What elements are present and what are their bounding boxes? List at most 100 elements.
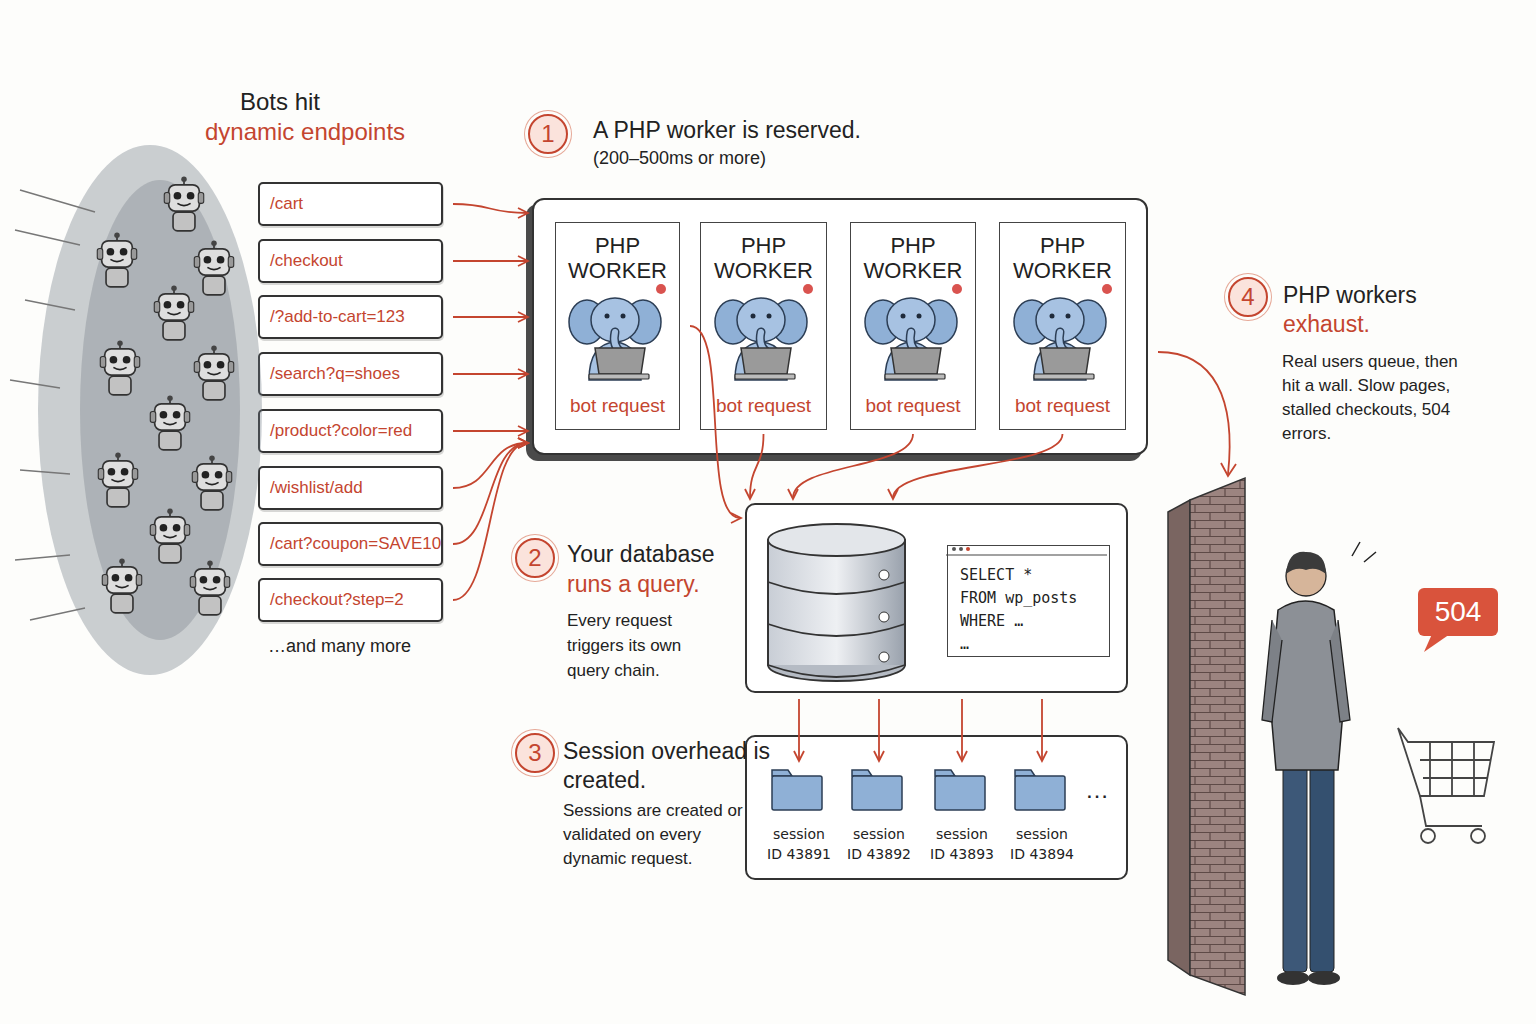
endpoint-box: /product?color=red <box>258 409 443 453</box>
node-text: /checkout <box>270 251 343 271</box>
flow-arrow <box>453 443 527 488</box>
group-panel: SELECT *FROM wp_postsWHERE …… <box>745 503 1128 693</box>
bot-crowd <box>190 561 229 615</box>
flow-arrow <box>453 373 527 375</box>
user-figure <box>1270 601 1344 770</box>
exhaust-arrow <box>1158 352 1236 476</box>
bubble-tail <box>1424 634 1450 652</box>
node-text: … <box>960 633 1109 656</box>
flow-arrow <box>453 443 527 600</box>
annotation-text: … <box>1085 776 1109 804</box>
worker-box: PHP WORKERbot request <box>850 222 976 430</box>
bubble-tail <box>1424 634 1450 652</box>
node-text: PHP WORKER <box>708 233 820 283</box>
node-text: session ID 43894 <box>1009 824 1076 864</box>
bot-crowd <box>150 509 189 563</box>
annotation-text: Bots hit <box>240 88 320 116</box>
annotation-text: dynamic endpoints <box>205 118 405 146</box>
node-text: /?add-to-cart=123 <box>270 307 405 327</box>
node-text: bot request <box>851 395 975 417</box>
callout-number: 3 <box>515 733 555 773</box>
worker-box: PHP WORKER bot request <box>999 222 1126 430</box>
user-figure <box>1352 542 1376 562</box>
annotation-text: exhaust. <box>1283 311 1370 338</box>
bot-crowd <box>194 241 233 295</box>
bot-crowd <box>194 346 233 400</box>
node-text: SELECT * <box>960 564 1109 587</box>
bot-crowd <box>102 559 141 613</box>
annotation-text: (200–500ms or more) <box>593 148 766 169</box>
node-text: /cart?coupon=SAVE10 <box>270 534 441 554</box>
group-panel: session ID 43891 session ID 43892 session … <box>745 735 1128 880</box>
shopping-cart <box>1398 728 1494 843</box>
worker-pool: PHP WORKER bot request PHP WORKER bot reque… <box>532 198 1148 455</box>
error-bubble: 504 <box>1418 588 1498 636</box>
endpoint-box: /checkout?step=2 <box>258 578 443 622</box>
brick-wall <box>1168 500 1190 975</box>
annotation-text: runs a query. <box>567 571 700 598</box>
bot-crowd <box>150 396 189 450</box>
annotation-text: A PHP worker is reserved. <box>593 117 861 144</box>
bot-crowd <box>80 180 240 640</box>
node-text: bot request <box>1000 395 1125 417</box>
endpoint-box: /cart?coupon=SAVE10 <box>258 522 443 566</box>
shopping-cart <box>1398 728 1494 796</box>
annotation-text: Sessions are created or validated on eve… <box>563 799 748 871</box>
session-item: session ID 43894 <box>1002 762 1082 870</box>
annotation-text: Real users queue, then hit a wall. Slow … <box>1282 350 1477 446</box>
annotation-text: PHP workers <box>1283 282 1417 309</box>
user-figure <box>1262 620 1350 722</box>
flow-arrow <box>453 430 527 432</box>
user-figure <box>1310 752 1334 972</box>
annotation-text: Every request triggers its own query cha… <box>567 608 717 683</box>
node-text: bot request <box>556 395 679 417</box>
node-text: /checkout?step=2 <box>270 590 404 610</box>
user-figure <box>1286 552 1326 574</box>
exhaust-arrow <box>1221 463 1236 476</box>
node-text: session ID 43892 <box>846 824 913 864</box>
node-text: 504 <box>1435 596 1482 628</box>
callout-number: 2 <box>515 538 555 578</box>
flow-arrow <box>453 316 527 318</box>
worker-box: PHP WORKER bot request <box>555 222 680 430</box>
annotation-text: Session overhead is created. <box>563 737 783 795</box>
node-text: session ID 43893 <box>929 824 996 864</box>
flow-arrow <box>453 260 527 262</box>
callout-number: 4 <box>1228 277 1268 317</box>
flow-arrow <box>453 443 527 544</box>
bot-crowd <box>154 286 193 340</box>
bot-crowd <box>192 456 231 510</box>
node-text: /cart <box>270 194 303 214</box>
shopping-cart <box>1471 829 1485 843</box>
shopping-cart <box>1421 829 1435 843</box>
user-figure <box>1277 971 1309 985</box>
bot-crowd <box>164 177 203 231</box>
node-text: bot request <box>701 395 826 417</box>
user-figure <box>1286 556 1326 596</box>
endpoint-box: /cart <box>258 182 443 226</box>
query-window: SELECT *FROM wp_postsWHERE …… <box>947 545 1110 657</box>
node-text: session ID 43891 <box>766 824 833 864</box>
callout-number: 1 <box>528 114 568 154</box>
shopping-cart <box>1420 742 1490 796</box>
brick-wall <box>1190 478 1245 995</box>
node-text: PHP WORKER <box>1007 233 1119 283</box>
session-item: session ID 43893 <box>922 762 1002 870</box>
annotation-text: Your database <box>567 541 715 568</box>
bot-crowd <box>10 145 262 675</box>
session-item: session ID 43892 <box>839 762 919 870</box>
annotation-text: …and many more <box>268 636 411 657</box>
shopping-cart <box>1420 796 1482 826</box>
bot-crowd <box>97 233 136 287</box>
node-text: /wishlist/add <box>270 478 363 498</box>
node-text: /search?q=shoes <box>270 364 400 384</box>
bot-crowd <box>98 453 137 507</box>
node-text: PHP WORKER <box>562 233 674 283</box>
worker-box: PHP WORKER bot request <box>700 222 827 430</box>
endpoint-box: /checkout <box>258 239 443 283</box>
user-figure <box>1283 752 1307 972</box>
endpoint-box: /search?q=shoes <box>258 352 443 396</box>
bot-crowd <box>100 341 139 395</box>
user-figure <box>1262 542 1376 985</box>
